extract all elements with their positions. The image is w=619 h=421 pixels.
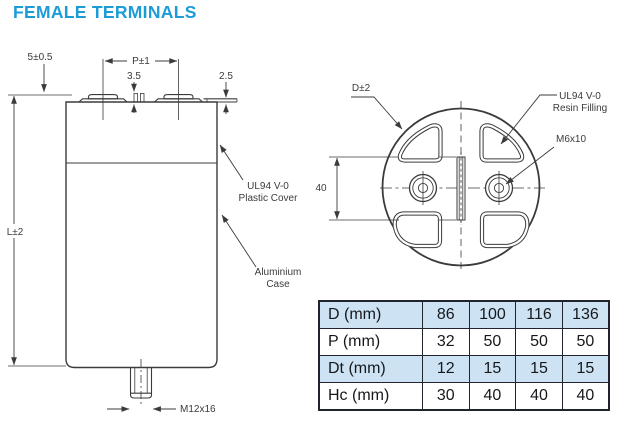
- row-header-dt: Dt (mm): [318, 355, 423, 383]
- dimensions-table: D (mm) 86 100 116 136 P (mm) 32 50 50 50…: [318, 300, 610, 411]
- table-cell: 32: [422, 328, 470, 356]
- row-header-pitch: P (mm): [318, 328, 423, 356]
- dim-diameter-label: D±2: [352, 83, 371, 94]
- center-terminal-bar: [456, 152, 466, 225]
- table-cell: 12: [422, 355, 470, 383]
- table-row: Hc (mm) 30 40 40 40: [318, 382, 610, 411]
- table-row: Dt (mm) 12 15 15 15: [318, 355, 610, 383]
- dim-pitch-label: P±1: [132, 56, 150, 67]
- dim-length-label: L±2: [7, 227, 24, 238]
- center-tab: [139, 93, 145, 103]
- page-title: FEMALE TERMINALS: [13, 2, 197, 22]
- table-cell: 15: [515, 355, 563, 383]
- row-header-diameter: D (mm): [318, 300, 423, 329]
- table-cell: 40: [468, 382, 517, 411]
- thread-size-label: M6x10: [556, 134, 586, 145]
- thread-leader-arrow: [505, 146, 555, 185]
- dim-tab-label: 3.5: [127, 71, 141, 82]
- cover-label: Plastic Cover: [239, 193, 299, 204]
- table-cell: 136: [561, 300, 610, 329]
- cover-leader-arrow: [219, 144, 244, 181]
- dim-lip-label: 2.5: [219, 71, 233, 82]
- female-terminal-left: [77, 94, 129, 103]
- table-cell: 116: [515, 300, 563, 329]
- table-cell: 100: [468, 300, 517, 329]
- top-view-drawing: 40 D±2 UL94 V-0 Resin Filling M6x10: [315, 83, 607, 272]
- capacitor-body-outline: [65, 101, 218, 369]
- diameter-leader-arrow: [351, 96, 403, 130]
- resin-windows: [392, 125, 528, 249]
- cover-label: UL94 V-0: [247, 181, 289, 192]
- dim-terminal-height-label: 5±0.5: [28, 52, 53, 63]
- table-cell: 40: [561, 382, 610, 411]
- resin-label: UL94 V-0: [559, 91, 601, 102]
- table-row: D (mm) 86 100 116 136: [318, 300, 610, 329]
- resin-label: Resin Filling: [553, 103, 607, 114]
- table-cell: 30: [422, 382, 470, 411]
- table-cell: 50: [468, 328, 517, 356]
- table-cell: 86: [422, 300, 470, 329]
- case-label: Aluminium: [255, 267, 302, 278]
- case-leader-arrow: [221, 214, 257, 268]
- label-backplate: [2, 224, 28, 238]
- row-header-hc: Hc (mm): [318, 382, 423, 411]
- stud-size-label: M12x16: [180, 404, 216, 415]
- table-cell: 50: [515, 328, 563, 356]
- table-cell: 40: [515, 382, 563, 411]
- table-row: P (mm) 32 50 50 50: [318, 328, 610, 356]
- resin-leader-arrow: [500, 94, 557, 145]
- table-cell: 15: [561, 355, 610, 383]
- table-cell: 15: [468, 355, 517, 383]
- center-tab: [133, 93, 138, 103]
- case-label: Case: [266, 279, 290, 290]
- side-view-drawing: P±1 3.5 2.5 5±0.5 L±2 UL94 V-0 Plastic C…: [2, 52, 301, 415]
- table-cell: 50: [561, 328, 610, 356]
- terminal-insert-left: [408, 171, 438, 205]
- dim-spacing-label: 40: [315, 183, 327, 194]
